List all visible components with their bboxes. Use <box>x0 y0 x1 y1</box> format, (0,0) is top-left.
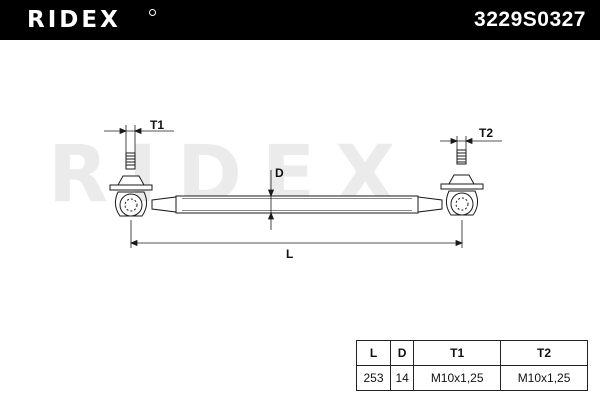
spec-table-header-row: L D T1 T2 <box>355 340 588 366</box>
header-t1: T1 <box>413 340 502 366</box>
value-l: 253 <box>355 365 392 391</box>
right-ball-joint <box>440 149 484 216</box>
spec-table: L D T1 T2 253 14 M10x1,25 M10x1,25 <box>355 340 588 391</box>
spec-table-value-row: 253 14 M10x1,25 M10x1,25 <box>355 365 588 391</box>
left-ball-joint <box>109 152 153 217</box>
header-bar: RIDEX 3229S0327 <box>0 0 600 40</box>
header-l: L <box>355 340 392 366</box>
header-d: D <box>390 340 415 366</box>
value-t2: M10x1,25 <box>500 365 588 391</box>
l-label: L <box>286 247 294 261</box>
value-t1: M10x1,25 <box>413 365 502 391</box>
rod-taper-left <box>151 196 177 213</box>
stabiliser-link-drawing <box>104 125 502 248</box>
registered-mark-icon <box>149 9 156 16</box>
d-label: D <box>275 166 284 180</box>
rod-taper-right <box>417 196 443 213</box>
header-t2: T2 <box>500 340 588 366</box>
brand-logo: RIDEX <box>27 7 121 33</box>
t1-label: T1 <box>150 118 165 132</box>
t2-label: T2 <box>479 126 494 140</box>
value-d: 14 <box>390 365 415 391</box>
part-number: 3229S0327 <box>474 8 586 31</box>
